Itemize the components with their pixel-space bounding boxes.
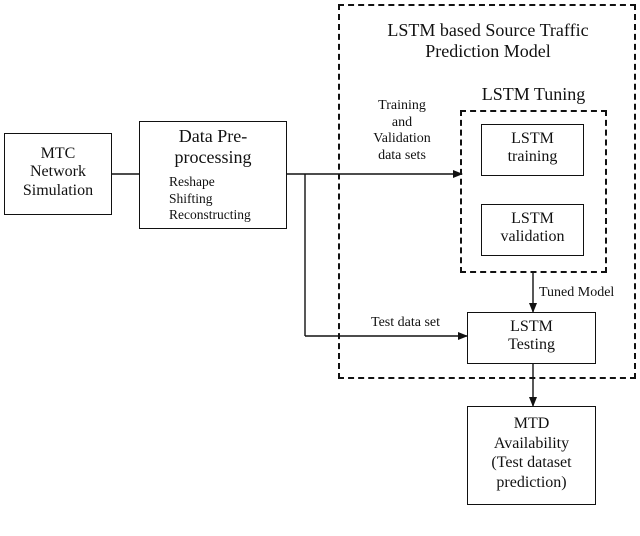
mtd-availability-text: MTD Availability (Test dataset predictio…: [468, 414, 595, 492]
mtc-network-simulation-node: MTC Network Simulation: [4, 133, 112, 215]
lstm-testing-line1: LSTM: [510, 318, 553, 335]
lstm-testing-text: LSTM Testing: [468, 318, 595, 355]
mtd-availability-node: MTD Availability (Test dataset predictio…: [467, 406, 596, 505]
train-val-label-line1: Training: [378, 98, 426, 113]
lstm-model-group-title-line2: Prediction Model: [425, 40, 551, 61]
mtd-line4: prediction): [496, 473, 567, 491]
preprocessing-steps: Reshape Shifting Reconstructing: [169, 174, 251, 224]
lstm-model-group: [338, 4, 636, 379]
preprocessing-title-line1: Data Pre-: [178, 126, 248, 146]
mtc-node-text: MTC Network Simulation: [5, 145, 111, 200]
lstm-training-text: LSTM training: [482, 130, 583, 167]
mtd-line2: Availability: [493, 434, 570, 452]
mtc-node-line2: Network: [30, 163, 86, 181]
lstm-validation-text: LSTM validation: [482, 210, 583, 247]
mtd-line1: MTD: [513, 415, 550, 432]
lstm-validation-node: LSTM validation: [481, 204, 584, 256]
training-validation-data-label: Training and Validation data sets: [360, 98, 444, 164]
lstm-training-line2: training: [507, 148, 558, 166]
lstm-training-line1: LSTM: [511, 130, 554, 147]
test-data-set-label: Test data set: [371, 315, 440, 330]
mtd-line3: (Test dataset: [491, 454, 572, 472]
lstm-model-group-title-line1: LSTM based Source Traffic: [387, 20, 589, 40]
preprocessing-step-shifting: Shifting: [169, 190, 213, 206]
data-preprocessing-node: Data Pre- processing Reshape Shifting Re…: [139, 121, 287, 229]
lstm-testing-line2: Testing: [508, 336, 555, 354]
lstm-validation-line1: LSTM: [511, 210, 554, 227]
preprocessing-title-line2: processing: [174, 146, 252, 167]
lstm-validation-line2: validation: [500, 228, 565, 246]
mtc-node-line1: MTC: [40, 145, 76, 162]
lstm-testing-node: LSTM Testing: [467, 312, 596, 364]
train-val-label-line2: and: [391, 114, 413, 130]
preprocessing-title: Data Pre- processing: [140, 126, 286, 167]
train-val-label-line3: Validation: [373, 131, 431, 147]
mtc-node-line3: Simulation: [22, 181, 94, 199]
tuned-model-label: Tuned Model: [539, 285, 615, 300]
lstm-tuning-group-title: LSTM Tuning: [481, 84, 586, 104]
lstm-training-node: LSTM training: [481, 124, 584, 176]
preprocessing-step-reconstructing: Reconstructing: [169, 207, 251, 223]
lstm-tuning-group: [460, 110, 607, 273]
lstm-model-group-title: LSTM based Source Traffic Prediction Mod…: [352, 20, 624, 61]
train-val-label-line4: data sets: [378, 147, 426, 163]
preprocessing-step-reshape: Reshape: [169, 174, 215, 189]
